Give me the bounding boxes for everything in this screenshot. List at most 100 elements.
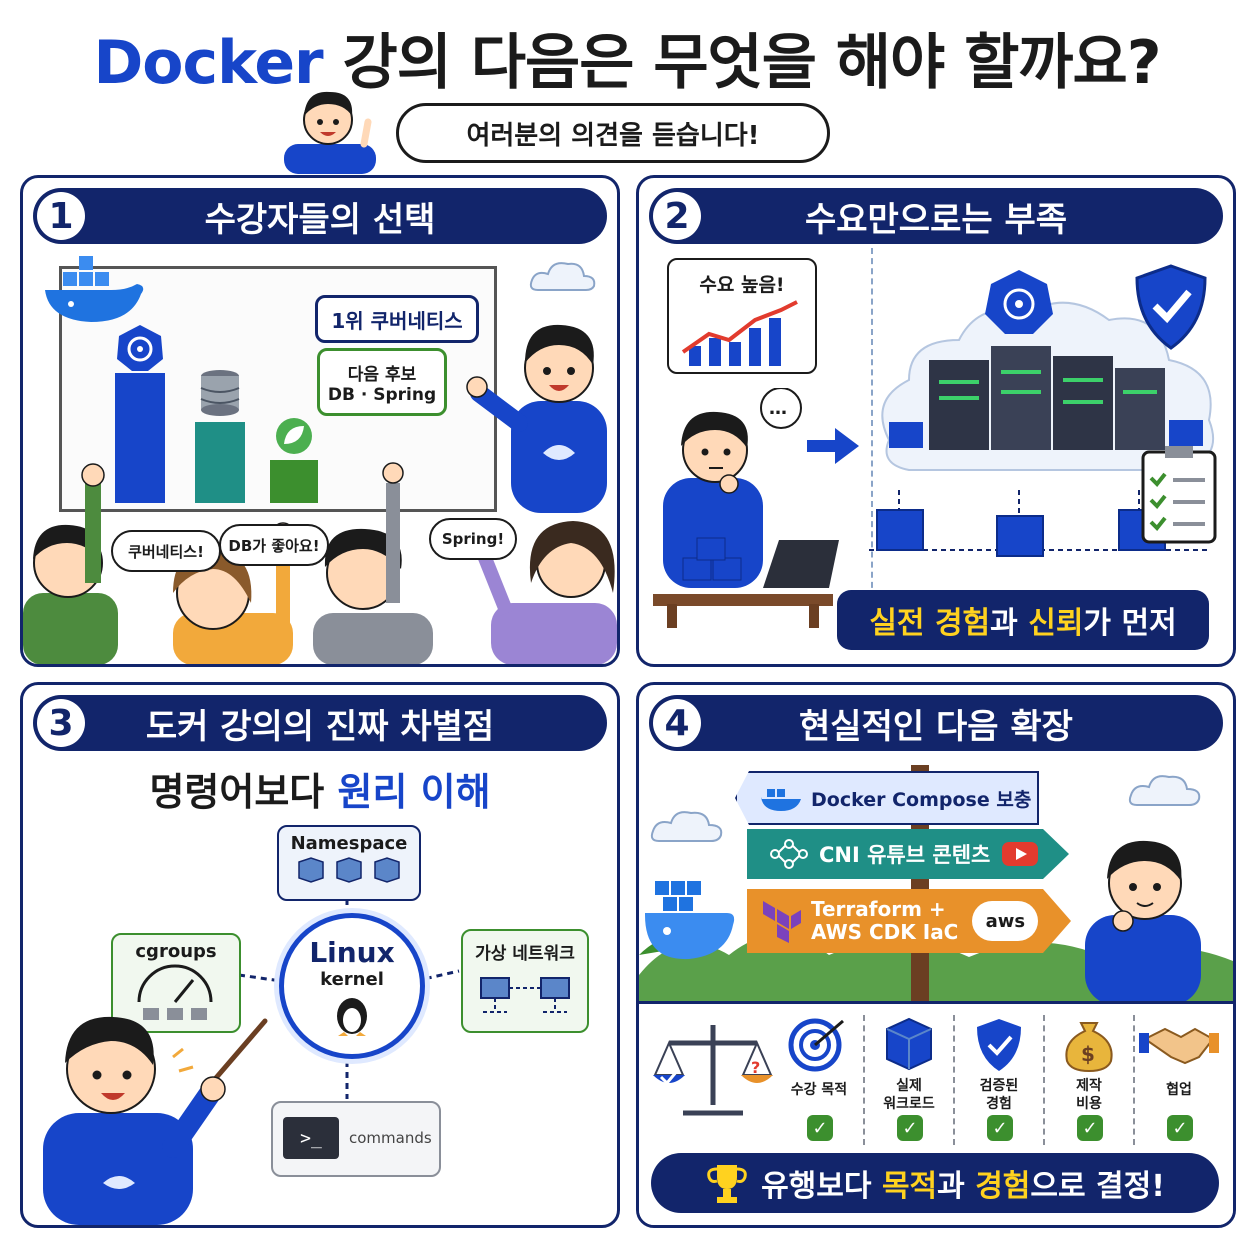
- sign-terraform-cdk: Terraform + AWS CDK IaC aws: [747, 889, 1071, 953]
- bar-spring: [270, 460, 318, 503]
- svg-text:?: ?: [751, 1058, 760, 1077]
- sign-cni-youtube-text: CNI 유튜브 콘텐츠: [819, 843, 991, 867]
- panel-1-number: 1: [37, 192, 85, 240]
- panel-2-header: 2 수요만으로는 부족: [649, 188, 1223, 244]
- cgroups-box: cgroups: [111, 933, 241, 1033]
- demand-chart: 수요 높음!: [667, 258, 817, 374]
- headline-plain: 명령어보다: [149, 770, 325, 814]
- banner4-part2: 과: [937, 1169, 976, 1204]
- handshake-icon: [1139, 1027, 1219, 1065]
- sign-cni-youtube: CNI 유튜브 콘텐츠: [747, 829, 1069, 879]
- thinking-character: …: [653, 388, 863, 628]
- spring-leaf-icon: [274, 416, 314, 456]
- criterion-experience-line1: 검증된: [979, 1078, 1019, 1094]
- tux-penguin-icon: [337, 998, 367, 1036]
- panel-1: 1 수강자들의 선택 1위 쿠버네티스 다음 후보 DB · Spring: [20, 175, 620, 667]
- bubble-db: DB가 좋아요!: [219, 524, 329, 566]
- kernel-line1: Linux: [309, 936, 395, 969]
- container-cube-icon: [886, 1017, 932, 1071]
- docker-whale-icon: [41, 250, 151, 330]
- check-icon: ✓: [987, 1115, 1013, 1141]
- criterion-purpose: 수강 목적 ✓: [775, 1015, 865, 1145]
- criterion-cost: $ 제작 비용 ✓: [1045, 1015, 1135, 1145]
- bubble-spring: Spring!: [429, 518, 517, 560]
- subtitle-text: 여러분의 의견을 듣습니다!: [466, 120, 760, 151]
- banner4-part3: 으로 결정!: [1030, 1169, 1165, 1204]
- commands-label: commands: [349, 1129, 432, 1147]
- banner-text-and: 과: [990, 606, 1029, 641]
- thinking-character: [1065, 825, 1215, 1005]
- panel-1-header: 1 수강자들의 선택: [33, 188, 607, 244]
- svg-text:$: $: [1081, 1042, 1095, 1066]
- criterion-collaboration: 협업 ✓: [1135, 1015, 1223, 1145]
- rank-label: 1위 쿠버네티스: [315, 295, 479, 343]
- panel-3-header: 3 도커 강의의 진짜 차별점: [33, 695, 607, 751]
- banner4-part1: 유행보다: [761, 1169, 882, 1204]
- database-icon: [199, 368, 241, 418]
- criterion-experience: 검증된 경험 ✓: [955, 1015, 1045, 1145]
- banner4-keyword-purpose: 목적: [881, 1169, 938, 1204]
- aws-label: aws: [985, 910, 1026, 932]
- title-brand: Docker: [93, 28, 323, 98]
- cgroups-label: cgroups: [135, 941, 217, 962]
- demand-chart-label: 수요 높음!: [699, 274, 785, 296]
- bubble-db-text: DB가 좋아요!: [228, 536, 320, 555]
- namespace-label: Namespace: [290, 833, 408, 854]
- panel-3-title: 도커 강의의 진짜 차별점: [145, 706, 495, 747]
- panel-3: 3 도커 강의의 진짜 차별점 명령어보다 원리 이해 Namespace Li…: [20, 682, 620, 1228]
- kernel-line2: kernel: [320, 969, 384, 990]
- criterion-cost-line1: 제작: [1076, 1078, 1102, 1094]
- virtual-network-label: 가상 네트워크: [475, 944, 575, 964]
- docker-mini-icon: [761, 789, 801, 811]
- criterion-experience-line2: 경험: [986, 1096, 1012, 1112]
- criterion-workload: 실제 워크로드 ✓: [865, 1015, 955, 1145]
- panel-3-number: 3: [37, 699, 85, 747]
- criterion-workload-line1: 실제: [896, 1078, 922, 1094]
- panel-4: 4 현실적인 다음 확장 Docker Compose 보충 CNI 유튜브 콘…: [636, 682, 1236, 1228]
- virtual-network-box: 가상 네트워크: [461, 929, 589, 1033]
- bar-db: [195, 422, 245, 503]
- youtube-icon: [1000, 840, 1040, 868]
- criterion-workload-label: 실제 워크로드: [865, 1077, 953, 1113]
- criterion-workload-line2: 워크로드: [883, 1096, 935, 1112]
- commands-box: >_ commands: [271, 1101, 441, 1177]
- bar-kubernetes: [115, 373, 165, 503]
- banner-keyword-experience: 실전 경험: [869, 606, 991, 641]
- panel-1-title: 수강자들의 선택: [204, 199, 436, 240]
- shield-check-icon: [1131, 262, 1211, 352]
- criterion-cost-line2: 비용: [1076, 1096, 1102, 1112]
- rank-label-text: 1위 쿠버네티스: [331, 308, 463, 333]
- panel-2-banner: 실전 경험 과 신뢰 가 먼저: [837, 590, 1209, 650]
- sign-docker-compose-text: Docker Compose 보충: [811, 788, 1032, 811]
- panel-2-number: 2: [653, 192, 701, 240]
- bubble-kubernetes-text: 쿠버네티스!: [128, 542, 204, 561]
- panel-4-header: 4 현실적인 다음 확장: [649, 695, 1223, 751]
- subtitle-bubble: 여러분의 의견을 듣습니다!: [396, 103, 830, 163]
- money-bag-icon: $: [1065, 1022, 1113, 1073]
- terminal-icon: >_: [283, 1117, 339, 1159]
- namespace-box: Namespace: [277, 825, 421, 901]
- next-candidates-line2: DB · Spring: [327, 384, 437, 405]
- cloud-icon-right: [1127, 769, 1203, 809]
- panel-2-title: 수요만으로는 부족: [804, 199, 1068, 240]
- docker-whale-icon: [641, 875, 737, 965]
- check-icon: ✓: [1167, 1115, 1193, 1141]
- checklist-icon: [1139, 446, 1219, 546]
- criterion-collaboration-label: 협업: [1166, 1082, 1192, 1098]
- target-icon: [788, 1018, 844, 1072]
- kubernetes-icon: [115, 323, 165, 373]
- check-icon: ✓: [807, 1115, 833, 1141]
- next-candidates-label: 다음 후보 DB · Spring: [317, 348, 447, 416]
- criterion-experience-label: 검증된 경험: [955, 1077, 1043, 1113]
- panel-4-number: 4: [653, 699, 701, 747]
- check-icon: ✓: [1077, 1115, 1103, 1141]
- divider-line: [871, 248, 873, 598]
- aws-icon: aws: [972, 901, 1038, 941]
- panel-4-title: 현실적인 다음 확장: [799, 706, 1073, 747]
- banner4-keyword-experience: 경험: [975, 1169, 1031, 1204]
- next-candidates-line1: 다음 후보: [347, 364, 417, 385]
- svg-text:…: …: [769, 398, 787, 419]
- cloud-icon: [528, 258, 598, 294]
- pointing-instructor-character: [33, 997, 283, 1225]
- sign-terraform-line2: AWS CDK IaC: [811, 920, 959, 944]
